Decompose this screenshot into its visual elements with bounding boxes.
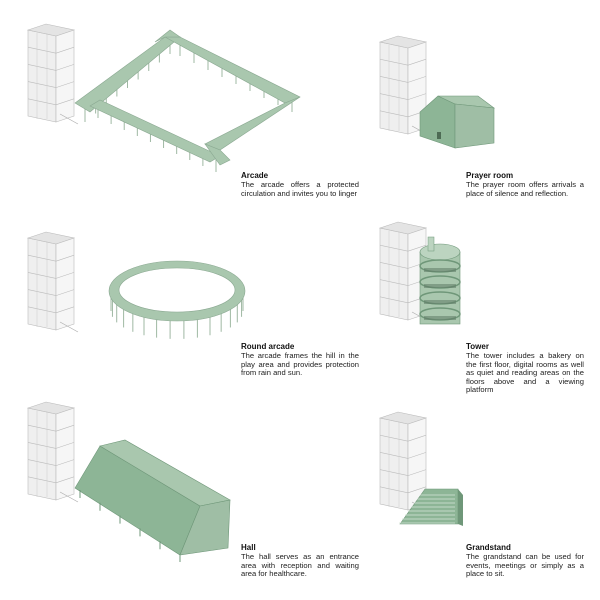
hall-illustration bbox=[74, 439, 231, 562]
grandstand-illustration bbox=[399, 488, 463, 526]
caption-title: Arcade bbox=[241, 171, 269, 180]
caption-tower: Tower The tower includes a bakery on the… bbox=[466, 342, 584, 395]
caption-title: Grandstand bbox=[466, 543, 511, 552]
caption-prayer-room: Prayer room The prayer room offers arriv… bbox=[466, 171, 584, 198]
caption-text: The grandstand can be used for events, m… bbox=[466, 552, 584, 579]
skeleton-building bbox=[26, 23, 79, 125]
round-arcade-illustration bbox=[108, 260, 246, 339]
caption-text: The arcade frames the hill in the play a… bbox=[241, 351, 359, 378]
caption-text: The prayer room offers arrivals a place … bbox=[466, 180, 584, 198]
caption-hall: Hall The hall serves as an entrance area… bbox=[241, 543, 359, 579]
skeleton-buildings bbox=[26, 23, 431, 513]
caption-text: The hall serves as an entrance area with… bbox=[241, 552, 359, 579]
caption-arcade: Arcade The arcade offers a protected cir… bbox=[241, 171, 359, 198]
caption-title: Hall bbox=[241, 543, 256, 552]
prayer-room-illustration bbox=[419, 95, 496, 149]
skeleton-building bbox=[378, 35, 431, 137]
caption-title: Tower bbox=[466, 342, 489, 351]
caption-text: The tower includes a bakery on the first… bbox=[466, 351, 584, 395]
caption-round-arcade: Round arcade The arcade frames the hill … bbox=[241, 342, 359, 378]
arcade-illustration bbox=[74, 29, 301, 172]
caption-title: Prayer room bbox=[466, 171, 514, 180]
skeleton-building bbox=[26, 231, 79, 333]
caption-title: Round arcade bbox=[241, 342, 295, 351]
skeleton-building bbox=[378, 411, 431, 513]
skeleton-building bbox=[26, 401, 79, 503]
caption-text: The arcade offers a protected circulatio… bbox=[241, 180, 359, 198]
caption-grandstand: Grandstand The grandstand can be used fo… bbox=[466, 543, 584, 579]
tower-illustration bbox=[419, 236, 461, 325]
